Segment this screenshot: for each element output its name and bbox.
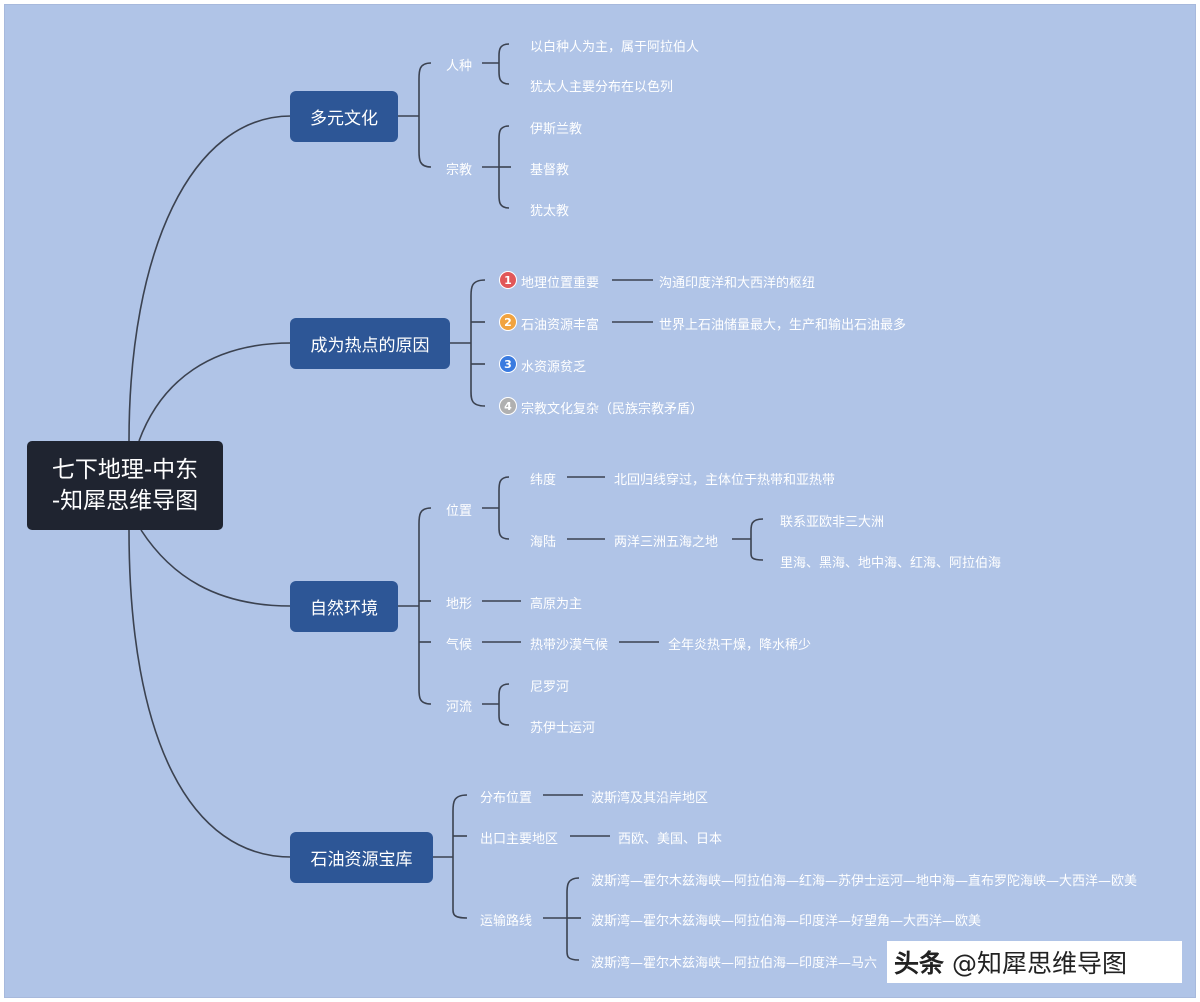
node-race[interactable]: 人种 (446, 59, 473, 74)
node-river-2[interactable]: 苏伊士运河 (530, 721, 596, 736)
node-routes[interactable]: 运输路线 (480, 914, 533, 929)
node-reason-1-detail[interactable]: 沟通印度洋和大西洋的枢纽 (659, 276, 816, 291)
branch-oil[interactable]: 石油资源宝库 (290, 832, 433, 883)
node-religion-item-1[interactable]: 伊斯兰教 (530, 122, 583, 137)
node-sealand[interactable]: 海陆 (530, 535, 557, 550)
node-distribution-detail[interactable]: 波斯湾及其沿岸地区 (591, 791, 709, 806)
root-node[interactable]: 七下地理-中东 -知犀思维导图 (27, 441, 223, 530)
connector-lines (128, 43, 764, 961)
root-title-line1: 七下地理-中东 (51, 456, 199, 483)
node-route-2[interactable]: 波斯湾—霍尔木兹海峡—阿拉伯海—印度洋—好望角—大西洋—欧美 (591, 914, 982, 929)
node-sealand-item-2[interactable]: 里海、黑海、地中海、红海、阿拉伯海 (780, 556, 1002, 571)
node-religion-item-3[interactable]: 犹太教 (530, 204, 570, 219)
number-badge-4: 4 (499, 397, 517, 415)
root-title-line2: -知犀思维导图 (51, 487, 199, 514)
number-badge-3: 3 (499, 355, 517, 373)
number-badge-1: 1 (499, 271, 517, 289)
node-latitude[interactable]: 纬度 (530, 473, 557, 488)
node-export-detail[interactable]: 西欧、美国、日本 (618, 832, 723, 847)
node-location[interactable]: 位置 (446, 504, 473, 519)
node-race-item-2[interactable]: 犹太人主要分布在以色列 (530, 80, 674, 95)
mindmap-canvas: 七下地理-中东 -知犀思维导图 多元文化 成为热点的原因 自然环境 石油资源宝库… (4, 4, 1196, 998)
node-terrain-detail[interactable]: 高原为主 (530, 597, 583, 612)
node-sealand-item-1[interactable]: 联系亚欧非三大洲 (780, 515, 885, 530)
node-rivers[interactable]: 河流 (446, 700, 473, 715)
node-sealand-detail[interactable]: 两洋三洲五海之地 (614, 535, 719, 550)
node-river-1[interactable]: 尼罗河 (530, 680, 570, 695)
watermark-head: 头条 (894, 949, 945, 978)
node-reason-2-detail[interactable]: 世界上石油储量最大，生产和输出石油最多 (659, 318, 907, 333)
node-distribution[interactable]: 分布位置 (480, 791, 533, 806)
node-race-item-1[interactable]: 以白种人为主，属于阿拉伯人 (530, 40, 700, 55)
node-climate[interactable]: 气候 (446, 638, 473, 653)
node-climate-detail[interactable]: 热带沙漠气候 (530, 638, 609, 653)
node-reason-2[interactable]: 石油资源丰富 (521, 318, 600, 333)
branch-culture[interactable]: 多元文化 (290, 91, 398, 142)
node-reason-4[interactable]: 宗教文化复杂（民族宗教矛盾） (521, 402, 704, 417)
node-export[interactable]: 出口主要地区 (480, 832, 559, 847)
node-latitude-detail[interactable]: 北回归线穿过，主体位于热带和亚热带 (614, 473, 836, 488)
node-religion-item-2[interactable]: 基督教 (530, 163, 570, 178)
node-religion[interactable]: 宗教 (446, 163, 473, 178)
node-route-1[interactable]: 波斯湾—霍尔木兹海峡—阿拉伯海—红海—苏伊士运河—地中海—直布罗陀海峡—大西洋—… (591, 874, 1138, 889)
watermark: 头条 @知犀思维导图 (887, 941, 1182, 983)
branch-hotspot[interactable]: 成为热点的原因 (290, 318, 450, 369)
node-reason-3[interactable]: 水资源贫乏 (521, 360, 587, 375)
node-reason-1[interactable]: 地理位置重要 (521, 276, 600, 291)
branch-nature[interactable]: 自然环境 (290, 581, 398, 632)
node-climate-sub[interactable]: 全年炎热干燥，降水稀少 (668, 638, 812, 653)
node-route-3[interactable]: 波斯湾—霍尔木兹海峡—阿拉伯海—印度洋—马六 (591, 956, 878, 971)
watermark-text: @知犀思维导图 (952, 949, 1128, 978)
node-terrain[interactable]: 地形 (446, 597, 473, 612)
number-badge-2: 2 (499, 313, 517, 331)
